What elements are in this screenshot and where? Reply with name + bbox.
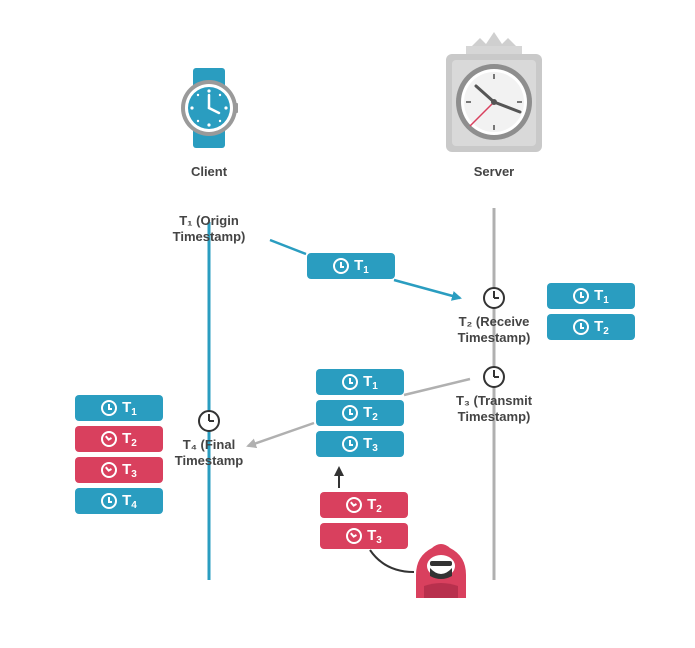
timestamp-chip: T1 xyxy=(316,369,404,395)
client-label: Client xyxy=(190,164,228,179)
timestamp-index: 1 xyxy=(131,406,137,418)
timestamp-index: 4 xyxy=(131,499,137,511)
timestamp-label: T4 xyxy=(122,491,137,511)
timestamp-label: T1 xyxy=(363,372,378,392)
timestamp-label: T2 xyxy=(122,429,137,449)
clock-icon xyxy=(573,288,590,304)
timestamp-chip: T2 xyxy=(547,314,635,340)
clock-icon xyxy=(346,497,363,513)
timestamp-index: 3 xyxy=(372,442,378,454)
clock-icon xyxy=(333,258,350,274)
clock-icon xyxy=(342,436,359,452)
timestamp-index: 1 xyxy=(603,294,609,306)
clock-icon xyxy=(346,528,363,544)
request-arrow-b xyxy=(393,278,462,301)
timestamp-index: 3 xyxy=(131,468,137,480)
response-arrow-a xyxy=(403,377,471,397)
timestamp-index: 3 xyxy=(376,534,382,546)
timestamp-index: 1 xyxy=(372,380,378,392)
timestamp-label: T1 xyxy=(594,286,609,306)
timestamp-chip: T2 xyxy=(316,400,404,426)
wristwatch-icon xyxy=(181,68,238,148)
attacker-link xyxy=(369,549,415,573)
timestamp-index: 2 xyxy=(376,503,382,515)
timestamp-chip: T2 xyxy=(75,426,163,452)
timestamp-chip: T1 xyxy=(547,283,635,309)
hooded-attacker-icon xyxy=(416,544,466,598)
timestamp-index: 2 xyxy=(372,411,378,423)
clock-icon xyxy=(101,462,118,478)
timestamp-label: T2 xyxy=(363,403,378,423)
wall-clock-icon xyxy=(446,32,542,152)
timestamp-chip: T1 xyxy=(75,395,163,421)
timestamp-index: 1 xyxy=(363,264,369,276)
clock-icon xyxy=(101,400,118,416)
t4-clock-icon xyxy=(198,410,220,432)
timestamp-chip: T2 xyxy=(320,492,408,518)
t2-clock-icon xyxy=(483,287,505,309)
timestamp-label: T2 xyxy=(367,495,382,515)
timestamp-label: T2 xyxy=(594,317,609,337)
server-label: Server xyxy=(473,164,515,179)
timestamp-label: T3 xyxy=(367,526,382,546)
clock-icon xyxy=(101,431,118,447)
request-arrow-a xyxy=(269,238,307,256)
response-arrow-b xyxy=(246,421,315,449)
clock-icon xyxy=(573,319,590,335)
clock-icon xyxy=(101,493,118,509)
timestamp-chip: T3 xyxy=(316,431,404,457)
timestamp-label: T3 xyxy=(122,460,137,480)
timestamp-chip: T4 xyxy=(75,488,163,514)
clock-icon xyxy=(342,374,359,390)
timestamp-label: T1 xyxy=(122,398,137,418)
timestamp-label: T1 xyxy=(354,256,369,276)
t3-clock-icon xyxy=(483,366,505,388)
timestamp-index: 2 xyxy=(603,325,609,337)
timestamp-chip: T3 xyxy=(75,457,163,483)
clock-icon xyxy=(342,405,359,421)
timestamp-index: 2 xyxy=(131,437,137,449)
timestamp-chip: T3 xyxy=(320,523,408,549)
timestamp-label: T3 xyxy=(363,434,378,454)
timestamp-chip: T1 xyxy=(307,253,395,279)
